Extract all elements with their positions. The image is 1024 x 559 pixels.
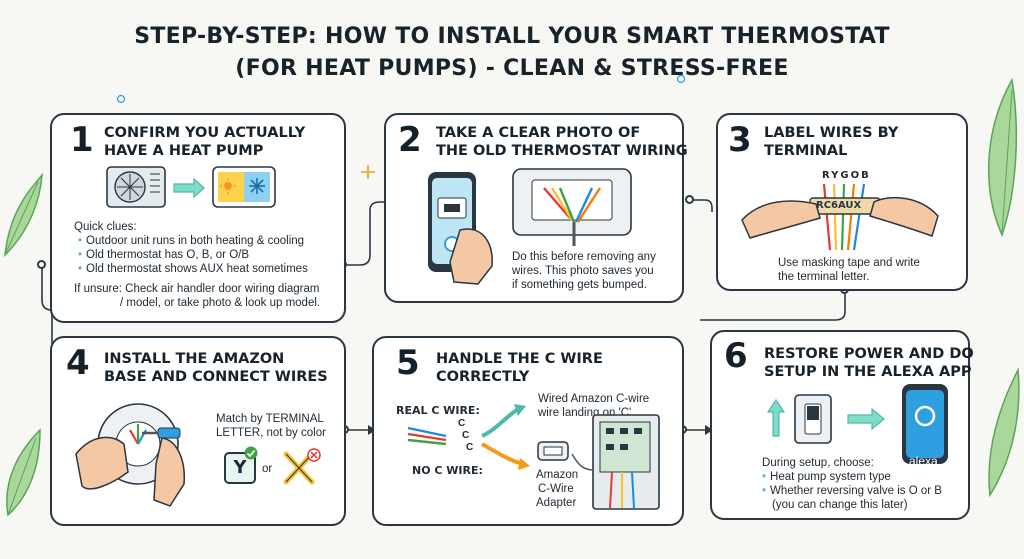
- sparkle-icon: [676, 74, 686, 84]
- step-2-title-line-1: TAKE A CLEAR PHOTO OF: [436, 125, 641, 141]
- control-board-icon: [571, 414, 660, 510]
- leaf-decoration-right-bottom-icon: [988, 367, 1020, 498]
- connector-dot: [37, 260, 46, 269]
- step-number-2: 2: [392, 120, 426, 160]
- step-number-1: 1: [64, 120, 98, 160]
- outdoor-unit-icon: [106, 166, 166, 208]
- leaf-decoration-left-icon: [4, 172, 43, 258]
- arrow-icon: [173, 177, 205, 199]
- step-3-note-line-1: Use masking tape and write: [778, 257, 920, 269]
- step-number-3: 3: [722, 120, 756, 160]
- step-1-title-line-1: CONFIRM YOU ACTUALLY: [104, 125, 306, 141]
- leaf-decoration-left-bottom-icon: [6, 428, 41, 517]
- up-arrow-icon: [766, 398, 786, 437]
- adapter-line-3: Adapter: [536, 497, 577, 509]
- good-terminal-letter: Y: [233, 457, 247, 478]
- page-title-line-2: (FOR HEAT PUMPS) - CLEAN & STRESS-FREE: [235, 56, 789, 81]
- page-title-line-1: STEP-BY-STEP: HOW TO INSTALL YOUR SMART …: [134, 24, 890, 49]
- c-wire-icon: [407, 404, 530, 470]
- step-2-note-line-3: if something gets bumped.: [512, 279, 647, 291]
- power-switch-icon: [794, 394, 832, 444]
- setup-item: •Heat pump system type: [762, 471, 891, 483]
- alexa-phone-icon: [902, 384, 948, 464]
- adapter-icon: [537, 441, 569, 461]
- step-3-note-line-2: the terminal letter.: [778, 271, 870, 283]
- step-6-title-line-1: RESTORE POWER AND DO: [764, 346, 974, 362]
- masking-tape-icon: [741, 183, 939, 251]
- clue-item: •Outdoor unit runs in both heating & coo…: [78, 235, 305, 247]
- step-6-title-line-2: SETUP IN THE ALEXA APP: [764, 364, 972, 380]
- sun-icon: [220, 178, 236, 194]
- step-3-title-line-1: LABEL WIRES BY: [764, 125, 899, 141]
- step-5-title-line-1: HANDLE THE C WIRE: [436, 351, 603, 367]
- step-4-title-line-1: INSTALL THE AMAZON: [104, 351, 285, 367]
- thermostat-base-icon: [75, 403, 185, 507]
- alexa-app-label: alexa: [909, 454, 938, 468]
- step-4-title-line-2: BASE AND CONNECT WIRES: [104, 369, 328, 385]
- leaf-decoration-right-icon: [988, 77, 1018, 238]
- sparkle-icon: [116, 94, 126, 104]
- step-number-4: 4: [60, 343, 94, 383]
- setup-heading: During setup, choose:: [762, 457, 874, 469]
- screwdriver-icon: [142, 427, 181, 439]
- quick-clues-heading: Quick clues:: [74, 221, 137, 233]
- setup-sub-note: (you can change this later): [772, 499, 908, 511]
- connector-dot: [685, 195, 694, 204]
- wired-c-line-1: Wired Amazon C-wire: [538, 393, 650, 405]
- real-c-wire-label: REAL C WIRE:: [396, 404, 480, 417]
- sparkle-icon: [361, 165, 375, 179]
- thermostat-wiring-icon: [512, 168, 632, 246]
- wire-letters: RYGOB: [822, 170, 871, 181]
- clue-item: •Old thermostat shows AUX heat sometimes: [78, 263, 308, 275]
- tape-label: RC6AUX: [816, 200, 862, 211]
- right-arrow-icon: [847, 407, 885, 431]
- unsure-note-line-1: If unsure: Check air handler door wiring…: [74, 283, 320, 295]
- c-letter: C: [458, 418, 466, 429]
- step-3-title-line-2: TERMINAL: [764, 143, 848, 159]
- no-c-wire-label: NO C WIRE:: [412, 464, 483, 477]
- step-4-note-line-2: LETTER, not by color: [216, 427, 326, 439]
- step-number-5: 5: [390, 343, 424, 383]
- check-icon: [244, 446, 258, 460]
- step-4-note-line-1: Match by TERMINAL: [216, 413, 324, 425]
- step-2-title-line-2: THE OLD THERMOSTAT WIRING: [436, 143, 688, 159]
- adapter-line-1: Amazon: [536, 469, 579, 481]
- cross-icon: [283, 448, 321, 485]
- step-1-title-line-2: HAVE A HEAT PUMP: [104, 143, 264, 159]
- snowflake-icon: [249, 178, 265, 194]
- unsure-note-line-2: / model, or take photo & look up model.: [120, 297, 321, 309]
- clue-item: •Old thermostat has O, B, or O/B: [78, 249, 250, 261]
- setup-item: •Whether reversing valve is O or B: [762, 485, 942, 497]
- or-text: or: [262, 463, 273, 475]
- step-2-note-line-2: wires. This photo saves you: [512, 265, 654, 277]
- step-2-note-line-1: Do this before removing any: [512, 251, 656, 263]
- step-card-1: [50, 113, 346, 323]
- c-letter: C: [466, 442, 474, 453]
- step-number-6: 6: [718, 336, 752, 376]
- phone-camera-icon: [428, 172, 493, 285]
- c-letter: C: [462, 430, 470, 441]
- step-5-title-line-2: CORRECTLY: [436, 369, 530, 385]
- adapter-line-2: C-Wire: [538, 483, 574, 495]
